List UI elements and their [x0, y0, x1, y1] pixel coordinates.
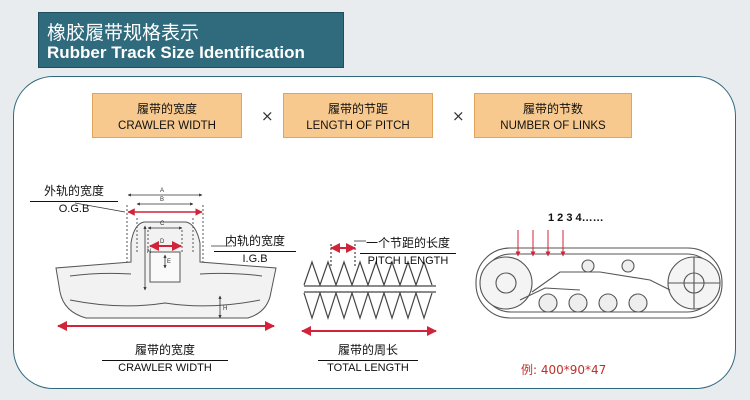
dim-label-n: N	[147, 249, 151, 255]
igb-label-cn: 内轨的宽度	[224, 234, 285, 248]
formula-pitch-cn: 履带的节距	[327, 102, 388, 116]
dim-label-c: C	[160, 221, 165, 227]
crawler-width-label: 履带的宽度 CRAWLER WIDTH	[102, 341, 228, 374]
ogb-leader	[74, 202, 126, 213]
pitch-length-label: 一个节距的长度 PITCH LENGTH	[360, 234, 456, 267]
dim-label-b: B	[160, 197, 164, 203]
example-text: 例: 400*90*47	[521, 363, 607, 377]
pitch-length-label-cn: 一个节距的长度	[365, 236, 450, 250]
total-length-label-en: TOTAL LENGTH	[318, 360, 418, 374]
title-banner: 橡胶履带规格表示 Rubber Track Size Identificatio…	[38, 12, 344, 68]
dim-label-h: H	[223, 306, 227, 312]
link-markers	[515, 230, 566, 257]
formula-links-en: NUMBER OF LINKS	[500, 120, 606, 132]
formula-box-crawler-width: 履带的宽度 CRAWLER WIDTH	[92, 93, 242, 138]
formula-pitch-en: LENGTH OF PITCH	[306, 120, 410, 132]
total-length-label-cn: 履带的周长	[337, 343, 398, 357]
formula-crawler-width-en: CRAWLER WIDTH	[118, 120, 216, 132]
formula-box-pitch: 履带的节距 LENGTH OF PITCH	[283, 93, 433, 138]
title-cn: 橡胶履带规格表示	[47, 22, 200, 44]
ogb-label-cn: 外轨的宽度	[43, 184, 104, 198]
formula-crawler-width-cn: 履带的宽度	[136, 102, 197, 116]
igb-label: 内轨的宽度 I.G.B	[214, 232, 296, 265]
crawler-width-label-cn: 履带的宽度	[134, 343, 195, 357]
dim-label-a: A	[160, 188, 164, 194]
dimension-lines	[127, 193, 222, 319]
dim-label-e: E	[167, 259, 171, 265]
total-length-label: 履带的周长 TOTAL LENGTH	[318, 341, 418, 374]
dim-label-d: D	[160, 239, 165, 245]
link-sequence-label: 1 2 3 4……	[548, 212, 604, 224]
track-side-view	[303, 244, 436, 320]
formula-box-links: 履带的节数 NUMBER OF LINKS	[474, 93, 632, 138]
crawler-width-label-en: CRAWLER WIDTH	[102, 360, 228, 374]
ogb-label-en: O.G.B	[30, 201, 118, 215]
times-sign-2: ×	[452, 107, 465, 125]
pitch-length-label-en: PITCH LENGTH	[360, 253, 456, 267]
undercarriage-drawing	[475, 247, 723, 319]
times-sign-1: ×	[261, 107, 274, 125]
formula-links-cn: 履带的节数	[522, 102, 583, 116]
igb-label-en: I.G.B	[214, 251, 296, 265]
ogb-label: 外轨的宽度 O.G.B	[30, 182, 118, 215]
title-en: Rubber Track Size Identification	[47, 43, 305, 62]
